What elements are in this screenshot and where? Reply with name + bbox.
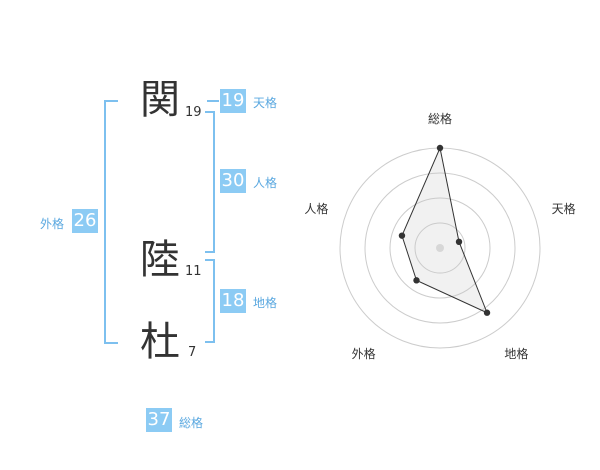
radar-axis-label-4: 外格 [352,346,376,361]
radar-point-4 [413,277,420,284]
stroke-count-3: 7 [188,345,197,360]
radar-ring-3 [364,172,516,324]
name-char-3: 杜 [140,319,180,365]
tenkaku-value: 19 [220,89,246,113]
radar-center-dot [436,244,444,252]
tenkaku-connector [207,100,219,102]
gaikaku-label: 外格 [40,217,65,231]
name-char-1: 関 [140,77,180,123]
radar-axis-label-2: 天格 [552,201,576,216]
tenkaku-label: 天格 [253,96,278,110]
chikaku-value: 18 [220,289,246,313]
stroke-count-1: 19 [185,105,202,120]
gaikaku-bracket [104,100,118,344]
radar-ring-2 [389,197,491,299]
radar-point-5 [398,232,406,239]
radar-point-1 [436,144,444,152]
stroke-count-2: 11 [185,264,202,279]
name-char-2: 陸 [140,237,180,283]
radar-polygon [401,146,488,314]
radar-axis-label-5: 人格 [304,201,328,216]
jinkaku-label: 人格 [253,176,278,190]
radar-axis-label-3: 地格 [504,346,528,361]
chikaku-bracket [205,259,215,343]
radar-axis-label-1: 総格 [428,111,452,126]
gaikaku-value: 26 [72,209,98,233]
radar-point-2 [455,238,463,246]
soukaku-label: 総格 [179,416,204,430]
radar-ring-1 [414,222,466,274]
jinkaku-value: 30 [220,169,246,193]
jinkaku-bracket [205,111,215,253]
soukaku-value: 37 [146,408,172,432]
radar-point-3 [483,309,491,316]
chikaku-label: 地格 [253,296,278,310]
